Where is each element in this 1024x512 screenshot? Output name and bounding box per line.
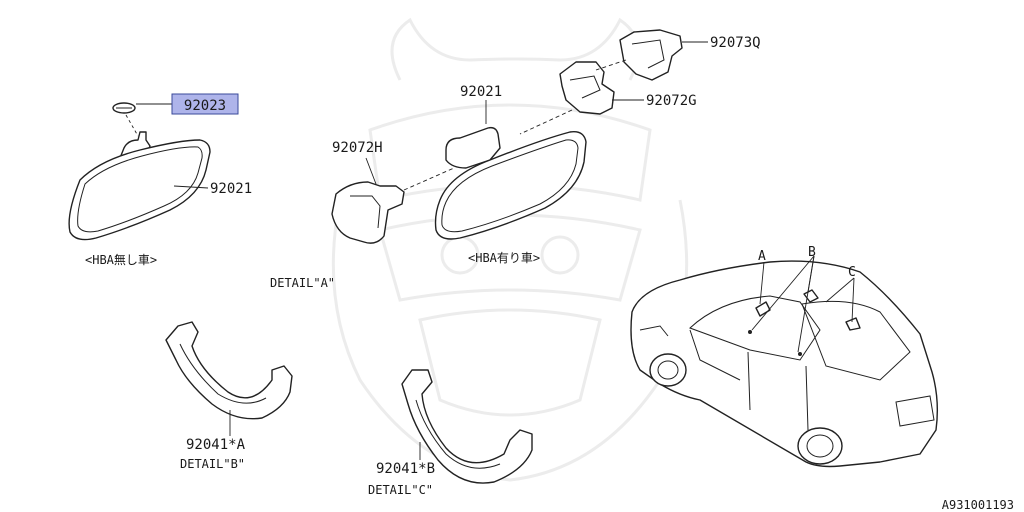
caption-with-hba: <HBA有り車> [468, 251, 540, 265]
cover-92023[interactable] [112, 102, 136, 114]
label-92021-right[interactable]: 92021 [460, 84, 502, 100]
label-92072G[interactable]: 92072G [646, 93, 697, 109]
label-92073Q[interactable]: 92073Q [710, 35, 761, 51]
cover-92072G[interactable] [559, 61, 615, 115]
vehicle-sedan-illustration [630, 260, 939, 468]
callout-b[interactable]: B [808, 245, 816, 260]
watermark-logo [331, 17, 689, 482]
mirror-92021-with-hba[interactable] [434, 126, 587, 240]
label-92072H[interactable]: 92072H [332, 140, 383, 156]
callout-c[interactable]: C [848, 265, 856, 280]
leader-callout-c-1 [825, 277, 855, 303]
caption-without-hba: <HBA無し車> [85, 252, 157, 267]
leader-callout-b-3 [797, 255, 815, 353]
leader-callout-a [759, 261, 765, 305]
leader-callout-c-2 [851, 277, 855, 323]
assist-grip-92041B[interactable] [401, 369, 533, 484]
vehicle-detail-markers [748, 289, 861, 356]
highlight-box-92023 [171, 93, 239, 115]
dash-92073Q [595, 59, 627, 71]
callout-a[interactable]: A [758, 249, 766, 264]
cover-92072H[interactable] [331, 181, 405, 244]
detail-c-label: DETAIL"C" [368, 483, 433, 497]
dash-92023 [125, 114, 139, 137]
leader-callout-b-1 [751, 255, 815, 331]
mirror-92021-without-hba[interactable] [68, 131, 211, 241]
detail-a-label: DETAIL"A" [270, 276, 335, 290]
leader-92072H [365, 157, 377, 185]
label-92041B[interactable]: 92041*B [376, 461, 435, 477]
cover-92073Q[interactable] [619, 29, 683, 81]
label-92041A[interactable]: 92041*A [186, 437, 246, 453]
dash-92072H [403, 167, 455, 191]
assist-grip-92041A[interactable] [165, 321, 293, 420]
dash-92072G [519, 109, 573, 135]
leader-92021-left [173, 185, 209, 189]
label-92023[interactable]: 92023 [184, 98, 226, 114]
detail-b-label: DETAIL"B" [180, 457, 245, 471]
diagram-id: A931001193 [942, 498, 1014, 512]
label-92021-left[interactable]: 92021 [210, 181, 252, 197]
